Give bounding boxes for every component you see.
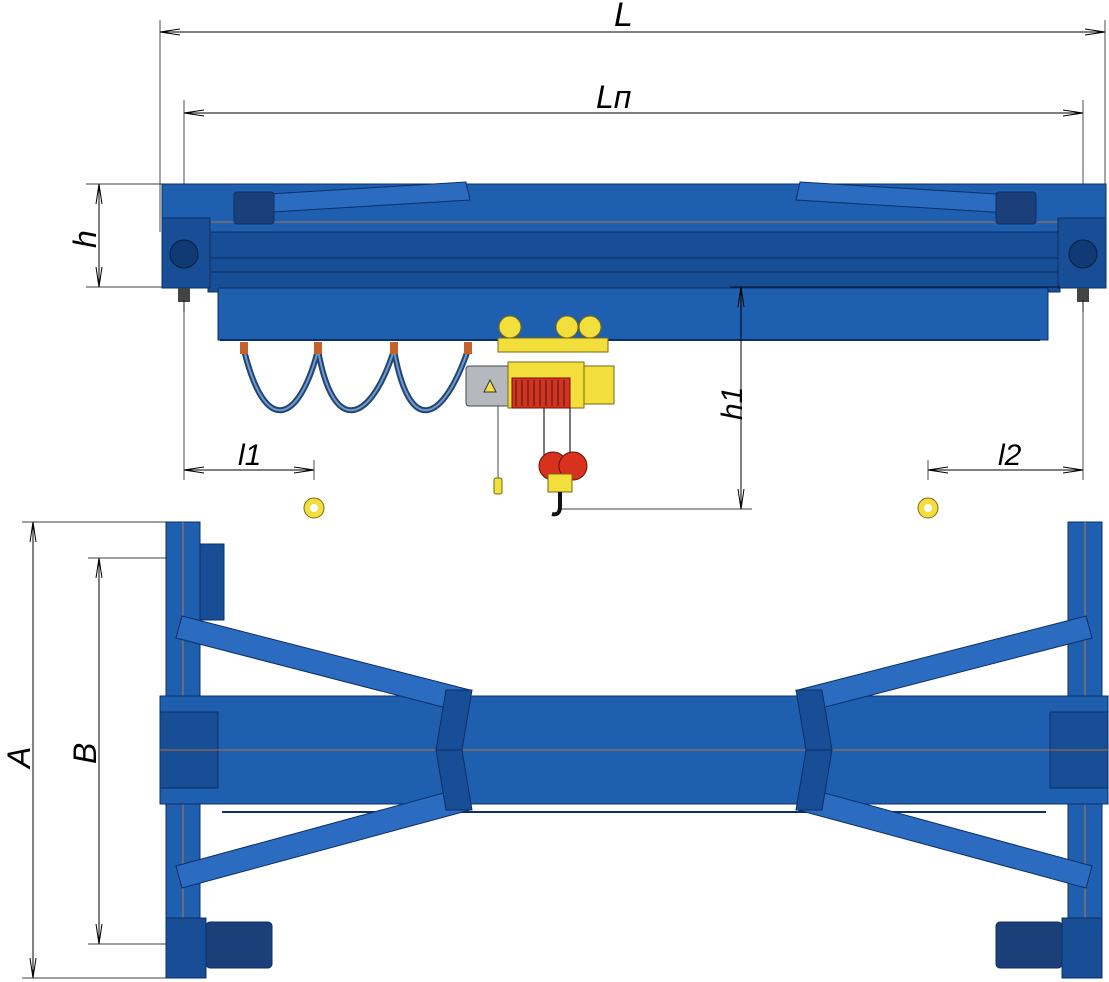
dimension-A: A	[1, 521, 174, 979]
dimension-h1: h1	[560, 286, 1060, 510]
festoon-cable	[240, 342, 472, 414]
dimension-l2: l2	[917, 439, 1083, 519]
dimension-B: B	[67, 557, 174, 945]
label-l2: l2	[998, 439, 1022, 472]
electric-hoist	[465, 315, 615, 517]
label-Lp: Lп	[596, 79, 631, 115]
dimension-h: h	[67, 183, 172, 288]
label-l1: l1	[238, 439, 261, 472]
crane-plan-view	[159, 521, 1109, 979]
label-h: h	[67, 230, 103, 248]
label-A: A	[1, 747, 37, 770]
dimension-l1: l1	[184, 439, 325, 519]
label-B: B	[67, 743, 103, 764]
label-L: L	[614, 0, 633, 34]
bridge-front-view	[161, 181, 1107, 341]
dimension-L: L	[159, 0, 1106, 232]
label-h1: h1	[716, 387, 749, 420]
